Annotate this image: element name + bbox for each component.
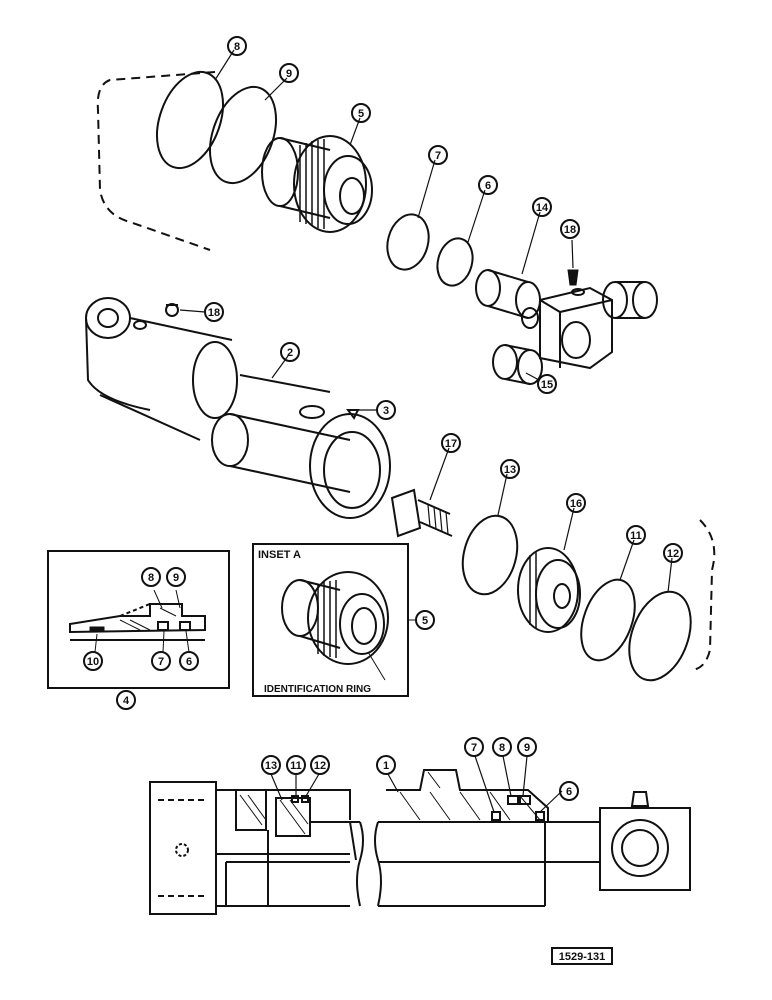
- callout-15: 15: [537, 374, 557, 394]
- callout-6: 6: [478, 175, 498, 195]
- svg-text:12: 12: [314, 760, 326, 772]
- svg-text:15: 15: [541, 379, 553, 391]
- svg-text:17: 17: [445, 438, 457, 450]
- assembly-dashed-outline: [96, 71, 716, 671]
- svg-text:9: 9: [286, 68, 292, 80]
- callout-18-top: 18: [560, 219, 580, 239]
- inset-title: INSET A: [258, 549, 301, 561]
- svg-text:5: 5: [358, 108, 364, 120]
- svg-text:6: 6: [186, 656, 192, 668]
- seal-7: [386, 213, 430, 271]
- svg-text:12: 12: [667, 548, 679, 560]
- callout-1: 1: [376, 755, 396, 775]
- leader-lines-lower: [270, 755, 563, 813]
- leader-lines: [179, 49, 673, 593]
- svg-text:9: 9: [173, 572, 179, 584]
- svg-text:13: 13: [504, 464, 516, 476]
- svg-text:7: 7: [435, 150, 441, 162]
- bushing-15: [492, 344, 543, 385]
- cylinder-tube-2: [85, 297, 391, 519]
- svg-text:14: 14: [536, 202, 549, 214]
- svg-text:11: 11: [290, 760, 302, 772]
- callout-13: 13: [500, 459, 520, 479]
- pin-14: [475, 269, 541, 319]
- svg-text:1: 1: [383, 760, 389, 772]
- callout-16: 16: [566, 493, 586, 513]
- callout-9-detail: 9: [166, 567, 186, 587]
- callout-9: 9: [279, 63, 299, 83]
- svg-text:13: 13: [265, 760, 277, 772]
- svg-text:2: 2: [287, 347, 293, 359]
- callout-5-inset: 5: [415, 610, 435, 630]
- figure-code: 1529-131: [551, 947, 613, 965]
- svg-text:8: 8: [148, 572, 154, 584]
- svg-text:4: 4: [123, 695, 130, 707]
- inset-a-box: INSET A IDENTIFICATION RING: [252, 543, 409, 697]
- ring-12: [628, 590, 692, 682]
- callout-6-lower: 6: [559, 781, 579, 801]
- callout-7-lower: 7: [464, 737, 484, 757]
- svg-text:1529-131: 1529-131: [559, 951, 606, 963]
- callout-8-lower: 8: [492, 737, 512, 757]
- callout-8: 8: [227, 36, 247, 56]
- svg-text:6: 6: [566, 786, 572, 798]
- callout-7: 7: [428, 145, 448, 165]
- assembled-cylinder: [149, 769, 691, 915]
- svg-text:3: 3: [383, 405, 389, 417]
- svg-text:18: 18: [564, 224, 576, 236]
- piston-16: [517, 547, 581, 633]
- callout-14: 14: [532, 197, 552, 217]
- callout-7-detail: 7: [151, 651, 171, 671]
- ring-11: [580, 578, 636, 662]
- ring-9: [209, 85, 277, 185]
- svg-text:18: 18: [208, 307, 220, 319]
- svg-text:11: 11: [630, 530, 642, 542]
- grease-fitting-18b: [165, 303, 179, 317]
- svg-text:7: 7: [471, 742, 477, 754]
- callout-9-lower: 9: [517, 737, 537, 757]
- callout-11: 11: [626, 525, 646, 545]
- svg-text:10: 10: [87, 656, 99, 668]
- svg-text:6: 6: [485, 180, 491, 192]
- callout-13-lower: 13: [261, 755, 281, 775]
- grease-fitting-18a: [567, 269, 579, 286]
- callout-2: 2: [280, 342, 300, 362]
- svg-text:8: 8: [234, 41, 240, 53]
- callout-10: 10: [83, 651, 103, 671]
- callout-12: 12: [663, 543, 683, 563]
- callout-18-tube: 18: [204, 302, 224, 322]
- wear-ring-13: [461, 514, 519, 596]
- callout-4: 4: [116, 690, 136, 710]
- wiper-6: [436, 237, 474, 287]
- svg-text:8: 8: [499, 742, 505, 754]
- callout-3: 3: [376, 400, 396, 420]
- end-block: [521, 286, 613, 370]
- inset-caption: IDENTIFICATION RING: [264, 684, 371, 695]
- setscrew-3: [346, 409, 360, 420]
- svg-text:16: 16: [570, 498, 582, 510]
- detail-box-4: [47, 550, 230, 689]
- ring-8: [156, 70, 224, 170]
- callout-12-lower: 12: [310, 755, 330, 775]
- svg-text:9: 9: [524, 742, 530, 754]
- callout-11-lower: 11: [286, 755, 306, 775]
- bolt-17: [390, 488, 453, 538]
- callout-6-detail: 6: [179, 651, 199, 671]
- bushing-right: [602, 281, 658, 319]
- svg-text:7: 7: [158, 656, 164, 668]
- callout-5: 5: [351, 103, 371, 123]
- callout-8-detail: 8: [141, 567, 161, 587]
- gland-5: [261, 135, 373, 233]
- svg-text:5: 5: [422, 615, 428, 627]
- callout-17: 17: [441, 433, 461, 453]
